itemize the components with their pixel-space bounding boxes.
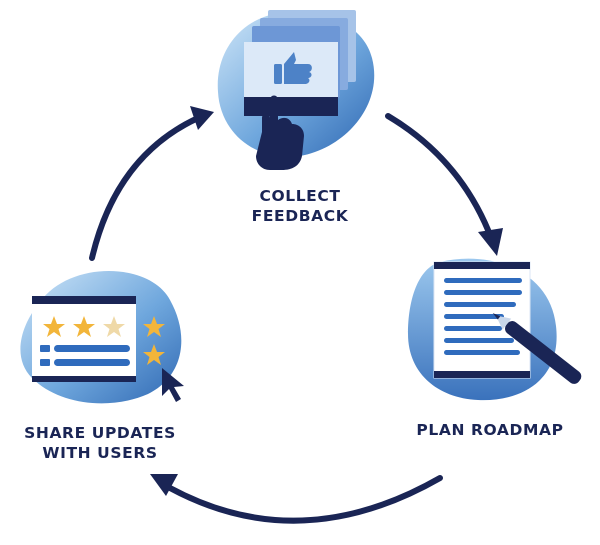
stage-label-line: WITH USERS — [42, 444, 158, 462]
stage-label-collect-feedback: COLLECT FEEDBACK — [210, 186, 390, 226]
cycle-arrow-plan-to-share — [150, 474, 443, 524]
cycle-arrow-share-to-collect — [89, 106, 214, 261]
arrowhead-icon — [478, 228, 503, 256]
cycle-arrow-collect-to-plan — [385, 113, 503, 256]
stage-label-line: COLLECT — [259, 187, 341, 205]
star-rating-window-icon — [20, 271, 184, 404]
stage-label-line: PLAN ROADMAP — [416, 421, 564, 439]
document-pen-icon — [408, 258, 582, 401]
pointing-hand-icon — [256, 95, 304, 170]
stage-label-line: FEEDBACK — [251, 207, 349, 225]
cursor-arrow-icon — [162, 368, 184, 402]
star-icon — [43, 316, 65, 337]
star-icon — [73, 316, 95, 337]
stage-label-line: SHARE UPDATES — [24, 424, 176, 442]
stage-label-share-updates: SHARE UPDATES WITH USERS — [0, 423, 200, 463]
star-icon — [143, 344, 165, 365]
stage-label-plan-roadmap: PLAN ROADMAP — [390, 420, 590, 440]
arrowhead-icon — [150, 474, 178, 496]
thumbs-up-screen-icon — [217, 10, 375, 170]
thumbs-up-icon — [274, 52, 312, 84]
arrowhead-icon — [190, 106, 214, 130]
pen-icon — [492, 313, 582, 384]
star-icon — [143, 316, 165, 337]
star-empty-icon — [103, 316, 125, 337]
